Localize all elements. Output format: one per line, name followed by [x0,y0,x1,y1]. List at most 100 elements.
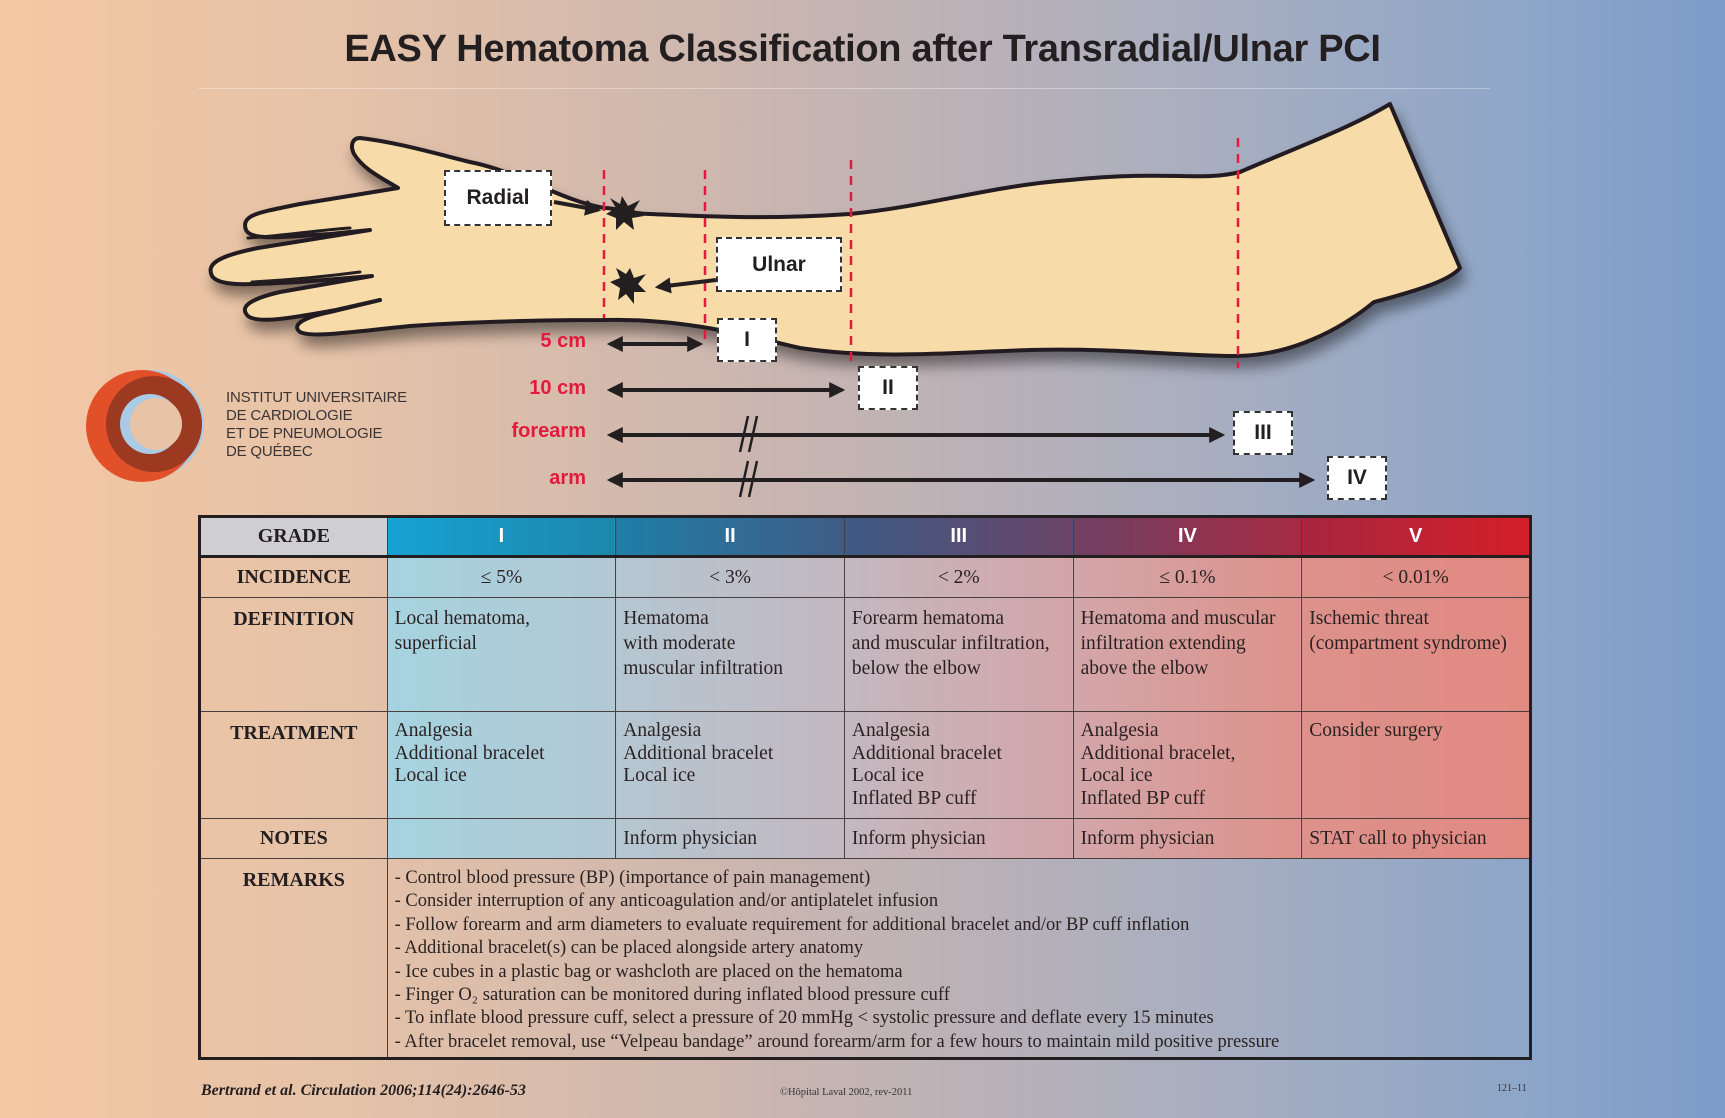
definition-line: (compartment syndrome) [1309,633,1507,654]
treatment-line: Additional bracelet [851,742,1002,764]
grade-boundary-lines [602,138,1240,368]
grade-header-v: V [1301,516,1531,558]
ulnar-label-text: Ulnar [752,252,806,276]
definition-row: DEFINITION Local hematoma, superficial H… [199,597,1531,712]
page-title: EASY Hematoma Classification after Trans… [344,28,1381,70]
grade-header-i: I [386,516,617,558]
incidence-row: INCIDENCE ≤ 5% < 3% < 2% ≤ 0.1% < 0.01% [199,556,1531,598]
treatment-line: Analgesia [394,720,473,741]
definition-line: Ischemic threat [1309,608,1429,629]
distance-label-10cm: 10 cm [529,377,586,399]
treatment-line: Local ice [394,765,467,786]
treatment-line: Inflated BP cuff [1080,787,1206,809]
treatment-cell: Analgesia Additional bracelet Local ice … [843,711,1074,819]
grade-header-iv: IV [1072,516,1303,558]
remarks-row: REMARKS - Control blood pressure (BP) (i… [199,858,1532,1059]
remark-item: - Follow forearm and arm diameters to ev… [394,914,1190,935]
grade-marker-iv: IV [1327,456,1387,500]
incidence-cell: ≤ 5% [386,556,617,598]
definition-cell: Forearm hematoma and muscular infiltrati… [843,597,1074,712]
axis-break-icon [738,415,759,453]
treatment-cell: Analgesia Additional bracelet Local ice [615,711,845,819]
axis-break-icon [738,460,759,498]
hematoma-burst-icon [606,196,644,230]
distance-label-forearm: forearm [511,420,586,442]
radial-arrow [553,199,602,216]
row-header-treatment: TREATMENT [199,711,388,819]
distance-arrows [606,336,1316,488]
distance-label-5cm: 5 cm [540,330,586,352]
row-header-remarks: REMARKS [199,858,388,1059]
definition-line: superficial [394,633,477,654]
row-header-notes: NOTES [199,818,388,859]
definition-line: Hematoma [623,608,709,629]
treatment-line: Analgesia [623,720,702,741]
finger-creases [246,226,362,284]
institution-line: ET DE PNEUMOLOGIE [226,425,383,442]
notes-cell: Inform physician [1072,818,1303,859]
notes-cell [386,818,617,859]
institution-line: INSTITUT UNIVERSITAIRE [226,389,407,406]
definition-line: with moderate [623,633,736,654]
radial-label-text: Radial [466,186,530,209]
notes-cell: STAT call to physician [1301,818,1531,859]
title-divider [198,88,1490,89]
row-header-definition: DEFINITION [199,597,388,712]
ulnar-arrow [654,277,717,294]
incidence-cell: < 2% [843,556,1074,598]
remark-item: - To inflate blood pressure cuff, select… [394,1008,1214,1029]
treatment-line: Consider surgery [1309,720,1443,741]
remark-item: - Ice cubes in a plastic bag or washclot… [394,961,903,982]
grade-marker-ii: II [858,366,918,410]
grade-header-iii: III [843,516,1074,558]
copyright: ©Hôpital Laval 2002, rev-2011 [780,1087,913,1098]
remark-item: - Finger O₂ saturation can be monitored … [394,985,950,1006]
notes-row: NOTES Inform physician Inform physician … [199,818,1531,859]
ulnar-site-label: Ulnar [716,237,842,292]
citation: Bertrand et al. Circulation 2006;114(24)… [201,1082,526,1099]
incidence-cell: < 3% [615,556,845,598]
treatment-cell: Analgesia Additional bracelet, Local ice… [1072,711,1303,819]
iucpq-ring-logo-icon [86,370,204,482]
row-header-grade: GRADE [199,516,388,558]
definition-line: below the elbow [851,658,981,679]
treatment-line: Analgesia [1080,720,1159,741]
grade-header-ii: II [615,516,845,558]
hematoma-burst-icon [610,268,646,304]
arm-silhouette [208,102,1462,358]
definition-cell: Hematoma and muscular infiltration exten… [1072,597,1303,712]
treatment-line: Local ice [623,765,696,786]
treatment-line: Analgesia [851,720,930,741]
grade-marker-iii: III [1233,411,1293,455]
definition-line: Hematoma and muscular [1080,608,1276,629]
definition-cell: Ischemic threat (compartment syndrome) [1301,597,1531,712]
radial-site-label: Radial [444,170,552,226]
incidence-cell: ≤ 0.1% [1072,556,1303,598]
treatment-line: Additional bracelet [394,742,545,764]
institution-name: INSTITUT UNIVERSITAIRE DE CARDIOLOGIE ET… [226,389,407,461]
treatment-line: Local ice [1080,765,1153,786]
institution-line: DE CARDIOLOGIE [226,407,353,424]
document-code: 121–11 [1497,1083,1527,1094]
remark-item: - Control blood pressure (BP) (importanc… [394,868,871,888]
notes-cell: Inform physician [843,818,1074,859]
incidence-cell: < 0.01% [1301,556,1531,598]
treatment-line: Local ice [851,765,924,786]
definition-line: muscular infiltration [623,658,784,679]
definition-line: above the elbow [1080,658,1209,679]
grade-row: GRADE I II III IV V [199,516,1531,558]
treatment-row: TREATMENT Analgesia Additional bracelet … [199,711,1531,819]
remark-item: - Additional bracelet(s) can be placed a… [394,938,864,959]
definition-cell: Hematoma with moderate muscular infiltra… [615,597,845,712]
definition-line: and muscular infiltration, [851,633,1050,654]
classification-table: GRADE I II III IV V INCIDENCE ≤ 5% < 3% … [198,515,1532,1060]
remark-item: - After bracelet removal, use “Velpeau b… [394,1031,1280,1052]
treatment-line: Inflated BP cuff [851,787,977,809]
row-header-incidence: INCIDENCE [199,556,388,598]
notes-cell: Inform physician [615,818,845,859]
grade-marker-text: I [744,328,750,351]
institution-line: DE QUÉBEC [226,443,313,460]
treatment-cell: Consider surgery [1301,711,1531,819]
treatment-cell: Analgesia Additional bracelet Local ice [386,711,617,819]
arm-diagram [208,102,1462,498]
